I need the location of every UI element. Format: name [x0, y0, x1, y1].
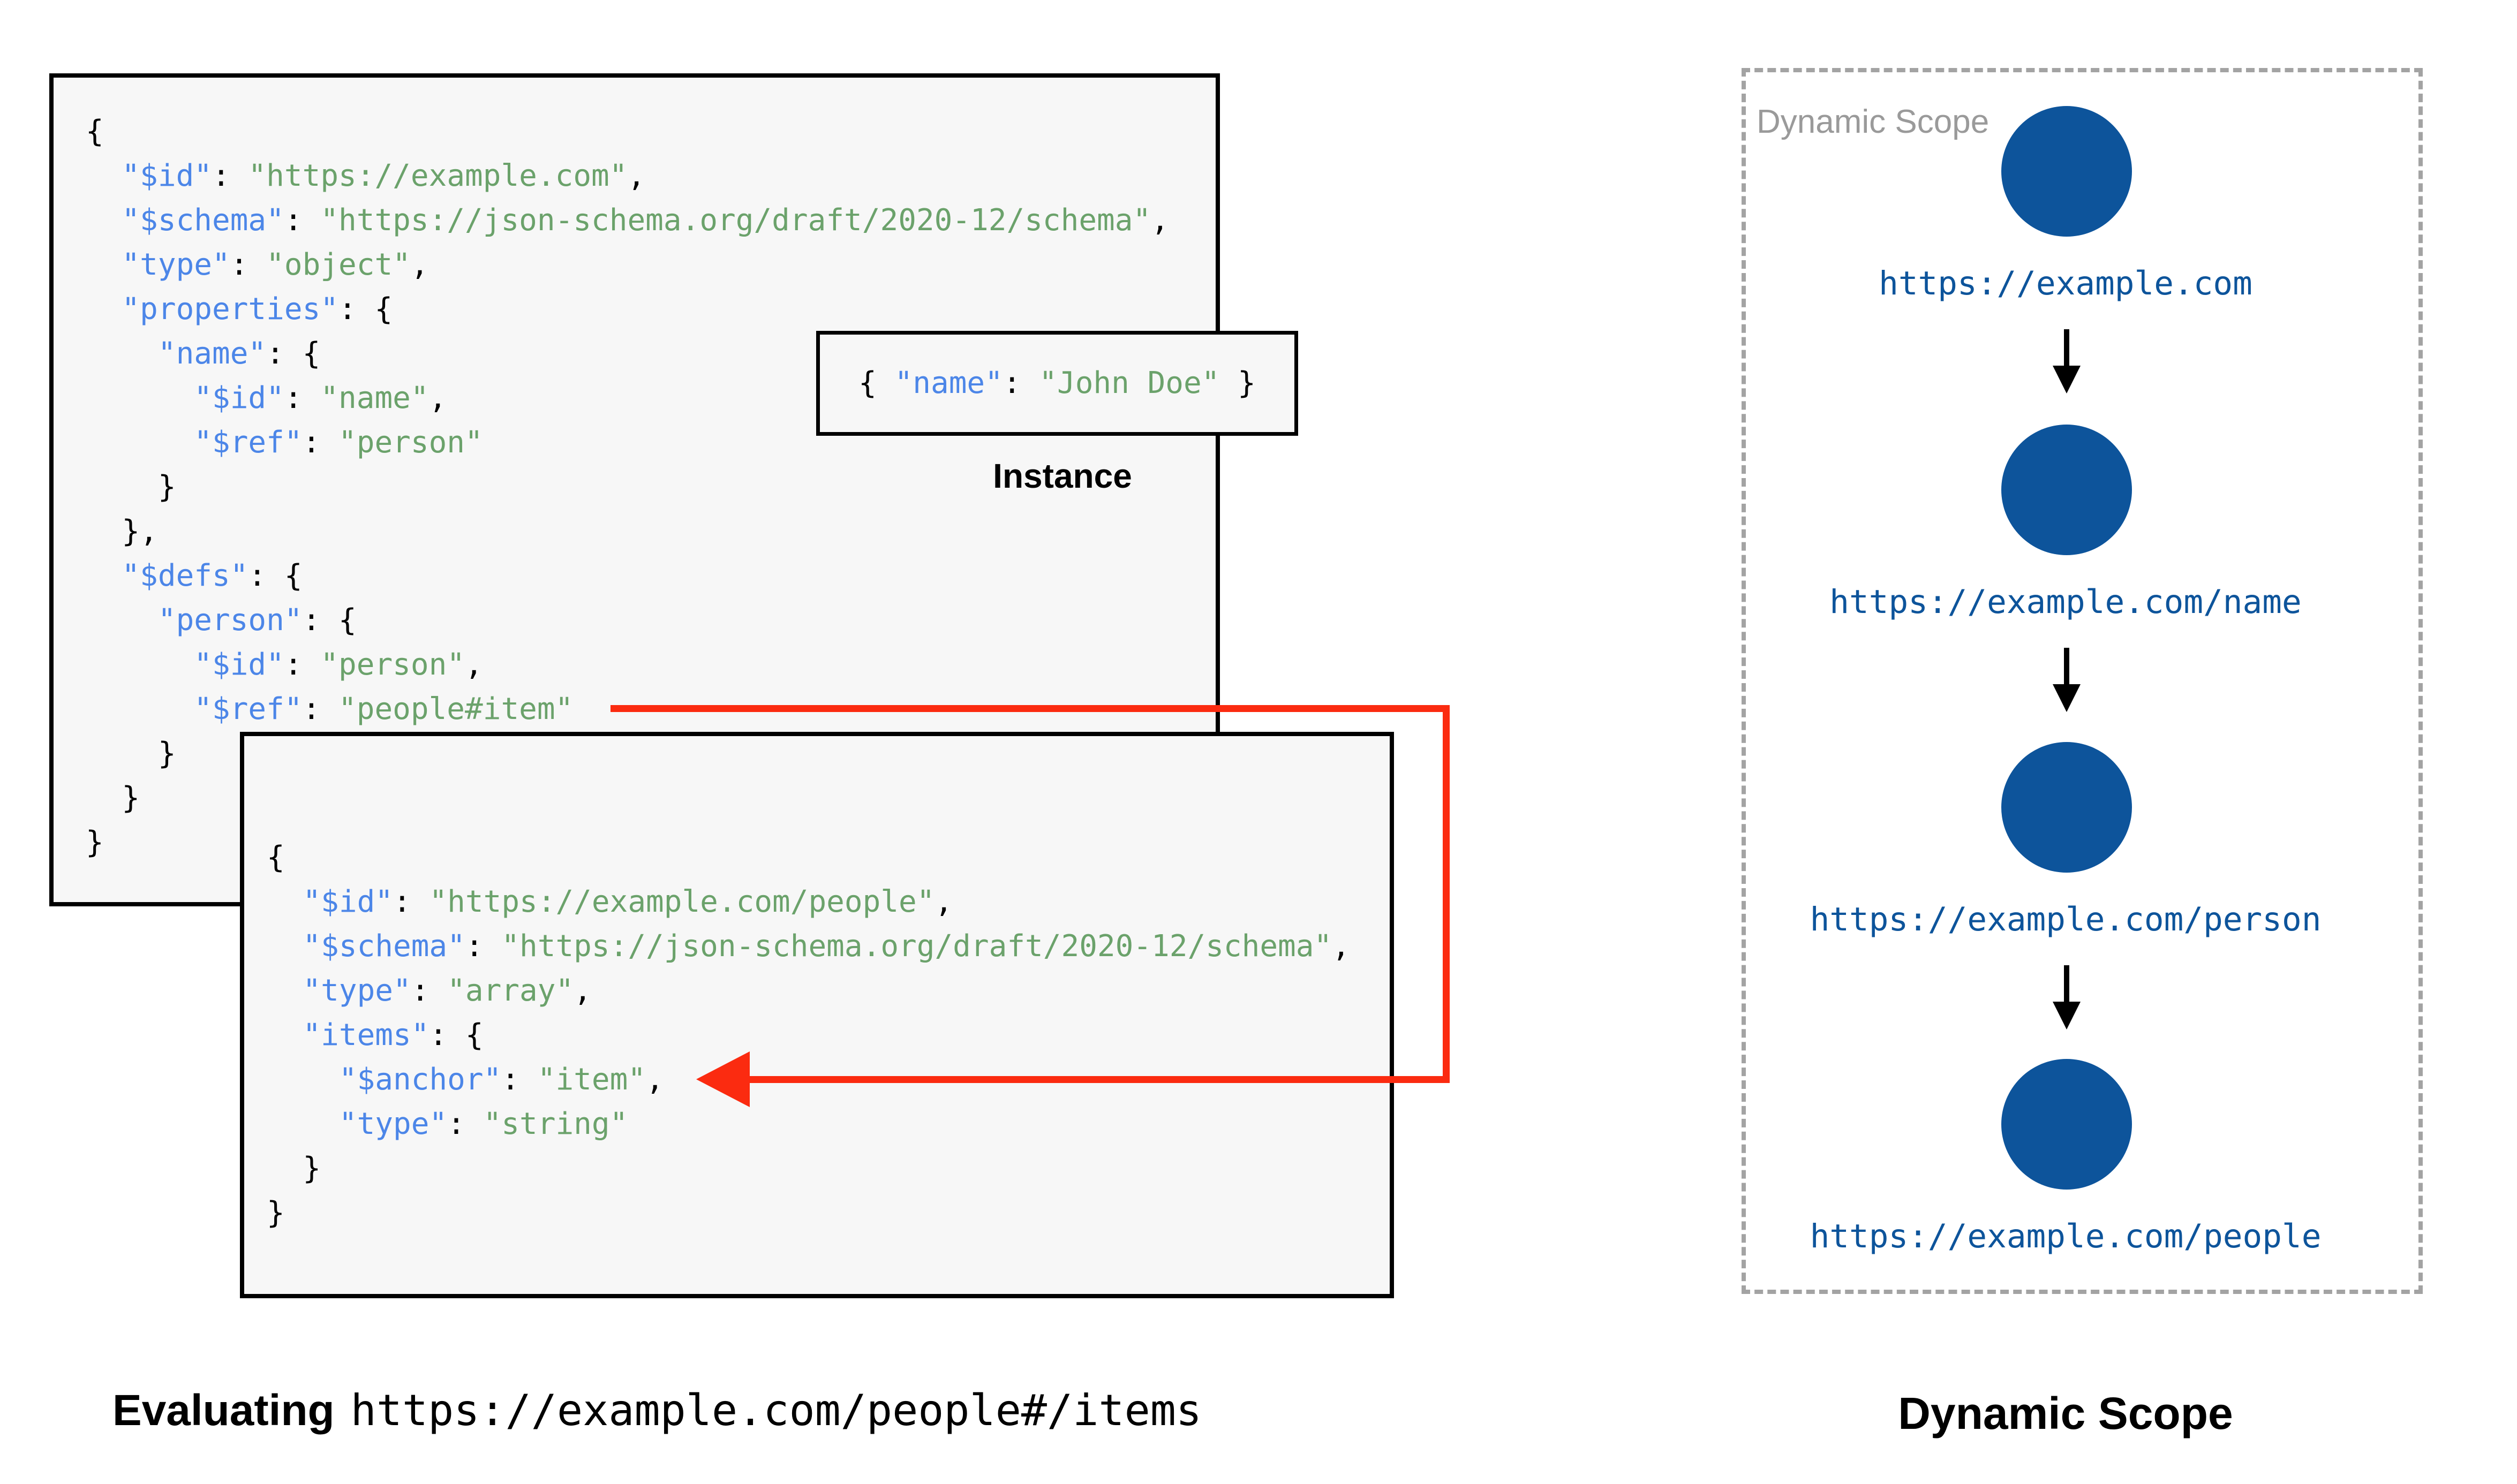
scope-node-circle — [2001, 1059, 2132, 1190]
instance-box — [816, 331, 1298, 436]
code-line: } — [86, 470, 176, 504]
code-line: "$schema": "https://json-schema.org/draf… — [267, 929, 1350, 964]
code-line: } — [86, 781, 140, 815]
code-line: "$id": "https://example.com", — [86, 158, 646, 193]
code-line: "$anchor": "item", — [267, 1062, 664, 1097]
instance-label: Instance — [993, 457, 1132, 495]
code-line: { "name": "John Doe" } — [858, 366, 1256, 400]
code-line: "$schema": "https://json-schema.org/draf… — [86, 203, 1169, 238]
code-line: "$id": "person", — [86, 647, 483, 682]
ref-arrow-segment-vertical — [1443, 705, 1450, 1083]
code-line: { — [86, 114, 104, 149]
scope-node-circle — [2001, 742, 2132, 873]
code-line: } — [86, 825, 104, 860]
code-line: } — [267, 1195, 285, 1230]
code-line: "properties": { — [86, 292, 393, 327]
code-line: "$id": "name", — [86, 381, 447, 415]
scope-node-url: https://example.com/person — [1810, 900, 2322, 938]
code-line: "$id": "https://example.com/people", — [267, 884, 953, 919]
code-line: "$ref": "people#item" — [86, 692, 574, 726]
ref-arrow-segment-top — [611, 705, 1450, 712]
code-line: "items": { — [267, 1018, 484, 1053]
people-schema-box — [240, 732, 1394, 1298]
instance-code: { "name": "John Doe" } — [816, 331, 1298, 436]
code-line: } — [86, 736, 176, 771]
ref-arrowhead-icon — [696, 1051, 750, 1107]
ref-arrow-segment-bottom — [747, 1076, 1450, 1083]
scope-node-circle — [2001, 425, 2132, 555]
code-line: { — [267, 840, 285, 875]
code-line: "$ref": "person" — [86, 425, 483, 460]
code-line: "type": "string" — [267, 1107, 628, 1141]
code-line: "type": "object", — [86, 247, 429, 282]
root-schema-code: { "$id": "https://example.com", "$schema… — [86, 109, 1169, 865]
code-line: "type": "array", — [267, 973, 592, 1008]
code-line: }, — [86, 514, 158, 549]
code-line: } — [267, 1151, 321, 1186]
code-line: "person": { — [86, 603, 357, 638]
evaluating-label: Evaluating — [112, 1386, 335, 1435]
scope-node-url: https://example.com/people — [1810, 1217, 2322, 1255]
scope-node-circle — [2001, 106, 2132, 237]
code-line: "$defs": { — [86, 558, 303, 593]
evaluating-uri: https://example.com/people#/items — [350, 1385, 1202, 1435]
people-schema-code: { "$id": "https://example.com/people", "… — [267, 835, 1350, 1235]
dynamic-scope-caption: Dynamic Scope — [1898, 1388, 2233, 1438]
code-line: "name": { — [86, 336, 321, 371]
scope-node-url: https://example.com — [1879, 264, 2252, 302]
scope-node-url: https://example.com/name — [1829, 583, 2302, 621]
evaluating-caption: Evaluating https://example.com/people#/i… — [112, 1385, 1202, 1444]
dynamic-scope-panel-label: Dynamic Scope — [1757, 103, 1990, 140]
